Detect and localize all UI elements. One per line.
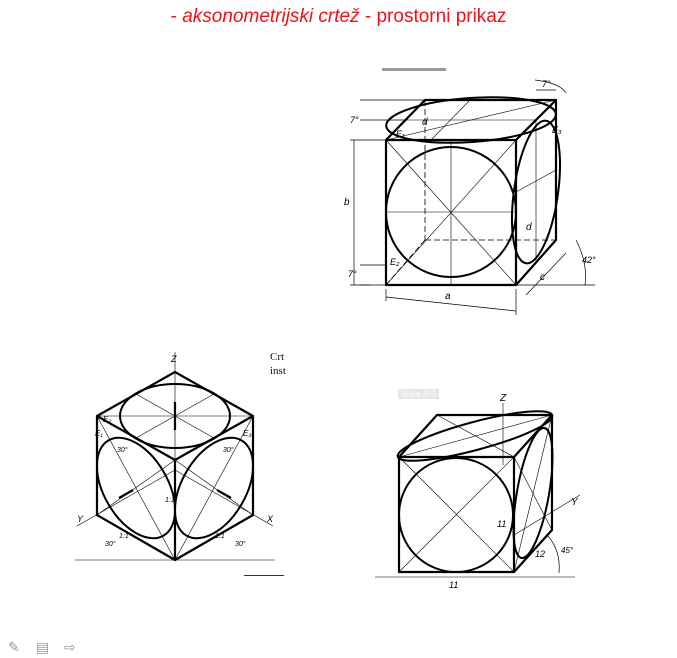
iso-label-e2: E₂ (103, 415, 111, 424)
divider-bar (382, 68, 446, 71)
obl-label-11-bottom: 11 (449, 580, 458, 590)
label-c: c (540, 272, 545, 283)
front-circle (385, 146, 517, 278)
iso-label-x: X (266, 514, 274, 524)
menu-icon[interactable]: ▤ (36, 639, 50, 655)
oblique-top-ellipse (396, 410, 554, 462)
iso-label-ratio-left: 1:1 (119, 533, 129, 540)
side-note-line-2: inst (270, 365, 286, 377)
obl-label-11-side: 11 (497, 519, 506, 529)
slide-nav: ✎ ▤ ⇨ (8, 640, 80, 654)
iso-label-y: Y (77, 514, 84, 524)
pen-icon[interactable]: ✎ (8, 639, 20, 655)
iso-label-30-left: 30° (117, 446, 128, 454)
iso-left-ellipse (95, 436, 177, 540)
obl-label-z: Z (499, 393, 507, 404)
iso-right-ellipse (173, 436, 255, 540)
label-d-top: d (422, 117, 428, 128)
obl-label-45deg: 45° (561, 546, 574, 555)
arrow-right-icon[interactable]: ⇨ (64, 639, 76, 655)
slide-title: - aksonometrijski crtež - prostorni prik… (0, 6, 677, 28)
iso-label-30-bl: 30° (105, 540, 116, 548)
iso-label-30-right: 30° (223, 446, 234, 454)
side-note-line-1: Crt (270, 351, 285, 363)
oblique-top-face (398, 413, 554, 458)
side-ellipse (511, 119, 561, 265)
faint-caption: Slika 8-9 (398, 389, 440, 399)
label-42deg: 42° (582, 255, 596, 265)
side-note: Crt inst (270, 350, 286, 378)
label-7deg-left: 7° (348, 269, 357, 279)
label-a: a (445, 291, 451, 302)
iso-label-e1: E₁ (95, 429, 103, 438)
label-b: b (344, 197, 350, 208)
title-italic: aksonometrijski crtež (182, 6, 360, 27)
label-e3: E₃ (552, 125, 562, 135)
label-e2: E₂ (390, 257, 400, 267)
oblique-front-circle (398, 457, 514, 573)
label-e1: E₁ (396, 129, 405, 139)
label-7deg-top: 7° (350, 115, 359, 125)
iso-label-ratio-right: 1:1 (215, 533, 225, 540)
iso-label-30-br: 30° (235, 540, 246, 548)
iso-top-ellipse (119, 383, 231, 449)
divider-bar (244, 575, 284, 576)
top-ellipse (385, 96, 557, 144)
obl-label-12: 12 (535, 549, 545, 559)
iso-label-z: Z (170, 354, 177, 364)
label-7deg-bottom: 7° (542, 79, 551, 89)
oblique-side-ellipse (512, 426, 554, 560)
cabinet-cube-figure: d d b a c E₁ E₂ E₃ 7° 7° 7° 42° (344, 79, 596, 315)
oblique-cube-figure: Z Y 11 11 12 45° (375, 393, 581, 590)
title-suffix: - prostorni prikaz (359, 6, 507, 27)
iso-label-e3: E₃ (243, 429, 252, 438)
iso-label-ratio-center: 1:1 (165, 497, 175, 504)
isometric-cube-figure: Z Y X E₁ E₂ E₃ 30° 30° 30° 30° 1:1 1:1 1… (75, 352, 275, 562)
label-d-side: d (526, 222, 532, 233)
title-prefix: - (170, 6, 183, 27)
obl-label-y: Y (571, 497, 579, 508)
